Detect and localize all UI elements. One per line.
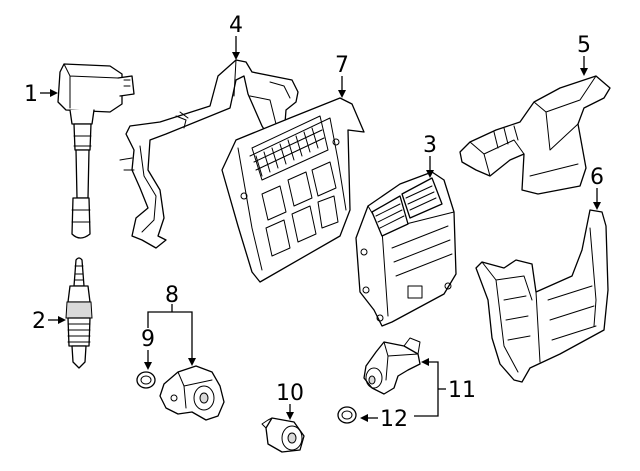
callout-7: 7 — [335, 53, 349, 78]
leader-1 — [40, 89, 58, 97]
part-ignition-coil[interactable] — [57, 63, 135, 239]
callout-3: 3 — [423, 133, 437, 158]
leader-2 — [48, 316, 66, 324]
callout-11: 11 — [448, 378, 476, 403]
callout-4: 4 — [229, 13, 243, 38]
callout-9: 9 — [141, 327, 155, 352]
callout-1: 1 — [24, 82, 38, 107]
part-cam-sensor[interactable] — [159, 365, 225, 421]
part-ecm[interactable] — [355, 171, 457, 327]
callout-8: 8 — [165, 283, 179, 308]
part-harness-bracket[interactable] — [119, 59, 299, 249]
part-crank-sensor[interactable] — [363, 337, 421, 395]
callout-5: 5 — [577, 33, 591, 58]
callout-6: 6 — [590, 165, 604, 190]
callout-10: 10 — [276, 381, 304, 406]
leader-7 — [338, 76, 346, 98]
leader-6 — [593, 188, 601, 210]
leader-11 — [414, 358, 446, 417]
callout-12: 12 — [380, 407, 408, 432]
part-ecm-bracket[interactable] — [221, 97, 365, 283]
part-air-duct[interactable] — [459, 75, 611, 195]
leader-3 — [426, 156, 434, 178]
leader-10 — [286, 404, 294, 420]
part-lower-cover[interactable] — [475, 209, 609, 383]
part-o-ring-12[interactable] — [337, 406, 357, 424]
callout-2: 2 — [32, 309, 46, 334]
leader-12 — [360, 414, 378, 422]
part-knock-sensor[interactable] — [261, 417, 305, 453]
part-spark-plug[interactable] — [65, 257, 93, 369]
leader-8 — [147, 304, 196, 366]
part-o-ring-9[interactable] — [136, 371, 156, 389]
leader-9 — [144, 350, 152, 370]
leader-5 — [580, 56, 588, 76]
leader-4 — [232, 36, 240, 60]
